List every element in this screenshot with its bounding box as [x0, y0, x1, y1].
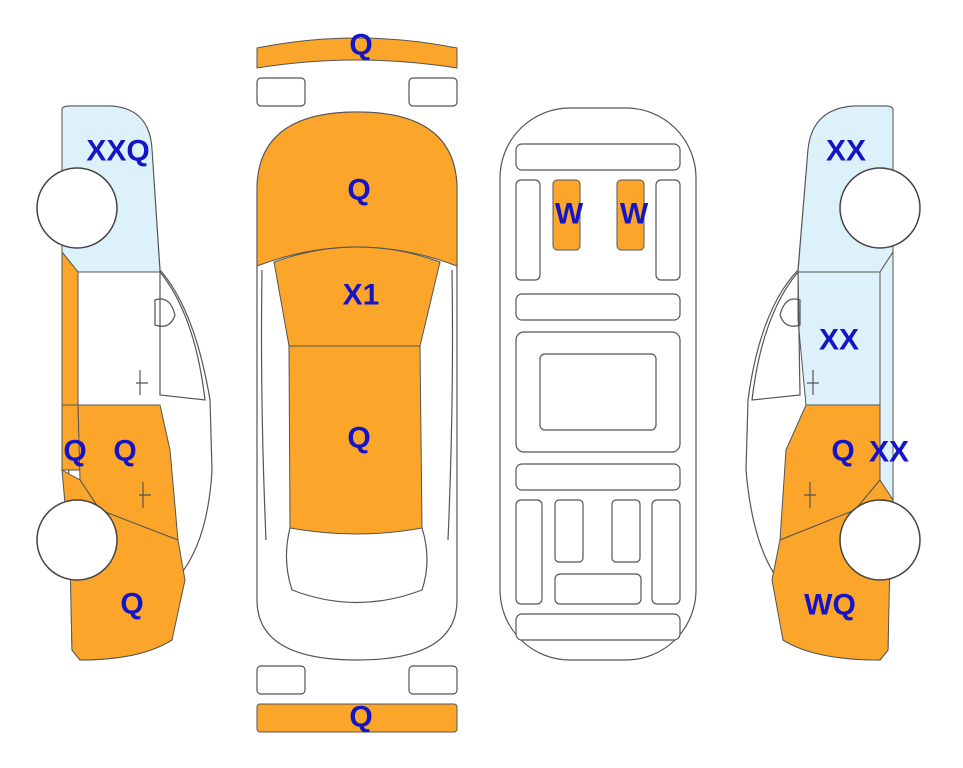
- underbody-rear-right-inner: [611, 499, 641, 563]
- front-left-light: [256, 77, 306, 107]
- right-door-handle-front: [807, 370, 819, 395]
- label-hood: Q: [347, 174, 370, 207]
- underbody-crossmember-1: [515, 293, 681, 321]
- windshield-panel: [273, 246, 441, 347]
- label-right-quarter: WQ: [804, 589, 856, 622]
- right-front-wheel: [839, 167, 921, 249]
- left-door-sill-panel: [61, 250, 79, 406]
- right-door-handle-rear: [804, 482, 816, 508]
- label-left-rear-door: Q: [113, 435, 136, 468]
- front-bumper-panel: [256, 37, 458, 69]
- label-right-rear-edge: XX: [869, 436, 909, 469]
- rear-left-light: [256, 665, 306, 695]
- rear-right-light: [408, 665, 458, 695]
- label-rear-bumper: Q: [349, 701, 372, 734]
- label-right-front-door: XX: [819, 324, 859, 357]
- underbody-center-box: [539, 353, 657, 431]
- right-side-view: [745, 105, 921, 661]
- underbody-left-rail: [515, 179, 541, 281]
- underbody-rear-left-rail: [515, 499, 543, 605]
- top-left-door-line: [260, 269, 267, 541]
- label-underbody-right: W: [620, 198, 649, 231]
- label-roof: Q: [347, 422, 370, 455]
- underbody-view: [499, 107, 697, 661]
- top-rear-window: [285, 527, 428, 604]
- left-mirror: [154, 298, 176, 327]
- rear-bumper-panel: [256, 703, 458, 733]
- underbody-rear-right-rail: [651, 499, 681, 605]
- underbody-front-bar: [515, 143, 681, 171]
- right-window-line: [751, 270, 801, 401]
- left-door-handle-front: [136, 370, 148, 395]
- label-right-front-fender: XX: [826, 135, 866, 168]
- label-underbody-left: W: [555, 198, 584, 231]
- left-door-handle-rear: [139, 482, 151, 508]
- left-side-view: [36, 105, 213, 661]
- left-rear-wheel: [36, 499, 118, 581]
- roof-panel: [288, 345, 423, 535]
- right-mirror: [779, 298, 801, 327]
- label-windshield: X1: [343, 279, 380, 312]
- underbody-crossmember-2: [515, 463, 681, 491]
- right-rear-wheel: [839, 499, 921, 581]
- label-front-bumper: Q: [349, 29, 372, 62]
- label-left-front-fender: XXQ: [86, 135, 149, 168]
- underbody-right-panel: [616, 179, 645, 251]
- top-view: [256, 37, 458, 733]
- top-right-door-line: [447, 269, 454, 541]
- label-left-front-door-edge: Q: [63, 435, 86, 468]
- front-right-light: [408, 77, 458, 107]
- label-right-rear-door: Q: [831, 435, 854, 468]
- underbody-rear-bar: [515, 613, 681, 641]
- label-left-quarter: Q: [120, 588, 143, 621]
- underbody-right-rail: [655, 179, 681, 281]
- left-window-line: [159, 270, 206, 401]
- underbody-left-panel: [552, 179, 581, 251]
- underbody-rear-left-inner: [554, 499, 584, 563]
- damage-code-labels: Q Q X1 Q Q W W XXQ Q Q Q XX XX Q XX WQ: [63, 29, 909, 734]
- underbody-rear-box: [554, 573, 642, 605]
- left-front-wheel: [36, 167, 118, 249]
